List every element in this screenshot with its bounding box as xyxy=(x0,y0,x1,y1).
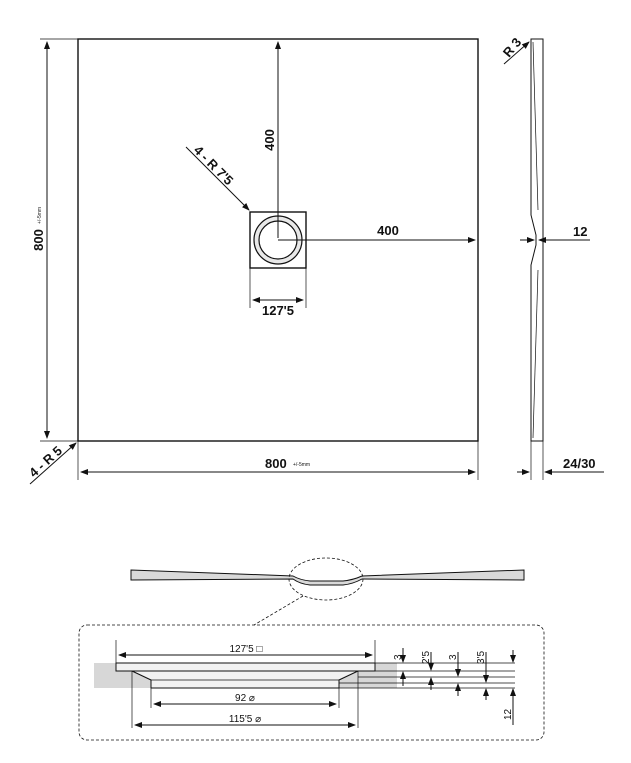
edge-radius-leader xyxy=(503,41,530,65)
drain-square-label: 127'5 xyxy=(262,303,294,318)
edge-radius-label: R 3 xyxy=(500,35,524,60)
inner-diameter-label: 92 ⌀ xyxy=(235,693,255,704)
side-profile xyxy=(530,38,544,442)
height-label: 800 xyxy=(31,229,46,251)
side-profile-inner-lower xyxy=(532,269,539,439)
corner-radius-label: 4 - R 5 xyxy=(26,443,65,480)
detail-frame xyxy=(78,624,545,741)
drain-flange xyxy=(115,662,376,672)
outer-diameter-label: 115'5 ⌀ xyxy=(229,714,261,725)
cross-section xyxy=(130,569,525,586)
depth-label-1: 3 xyxy=(393,654,404,660)
height-tolerance: +/-5mm xyxy=(37,207,43,224)
tray-outline xyxy=(77,38,479,442)
detail-square-label: 127'5 □ xyxy=(230,644,263,655)
detail-callout-connector xyxy=(253,595,304,626)
drain-vertical-label: 400 xyxy=(262,129,277,151)
center-thickness-label: 12 xyxy=(573,224,587,239)
right-depth-label: 12 xyxy=(503,708,514,720)
side-profile-inner xyxy=(532,41,539,211)
drain-radius-label: 4 - R 7'5 xyxy=(191,143,236,188)
depth-label-2: 2'5 xyxy=(421,651,432,664)
width-tolerance: +/-5mm xyxy=(293,462,310,468)
edge-thickness-label: 24/30 xyxy=(563,456,596,471)
drain-body xyxy=(131,670,359,689)
depth-label-4: 3'5 xyxy=(476,651,487,664)
detail-callout-ellipse xyxy=(288,557,364,601)
drain-radius-leader xyxy=(185,146,250,211)
depth-label-3: 3 xyxy=(448,654,459,660)
drain-horizontal-label: 400 xyxy=(377,223,399,238)
width-label: 800 xyxy=(265,456,287,471)
corner-radius-leader xyxy=(29,442,77,485)
